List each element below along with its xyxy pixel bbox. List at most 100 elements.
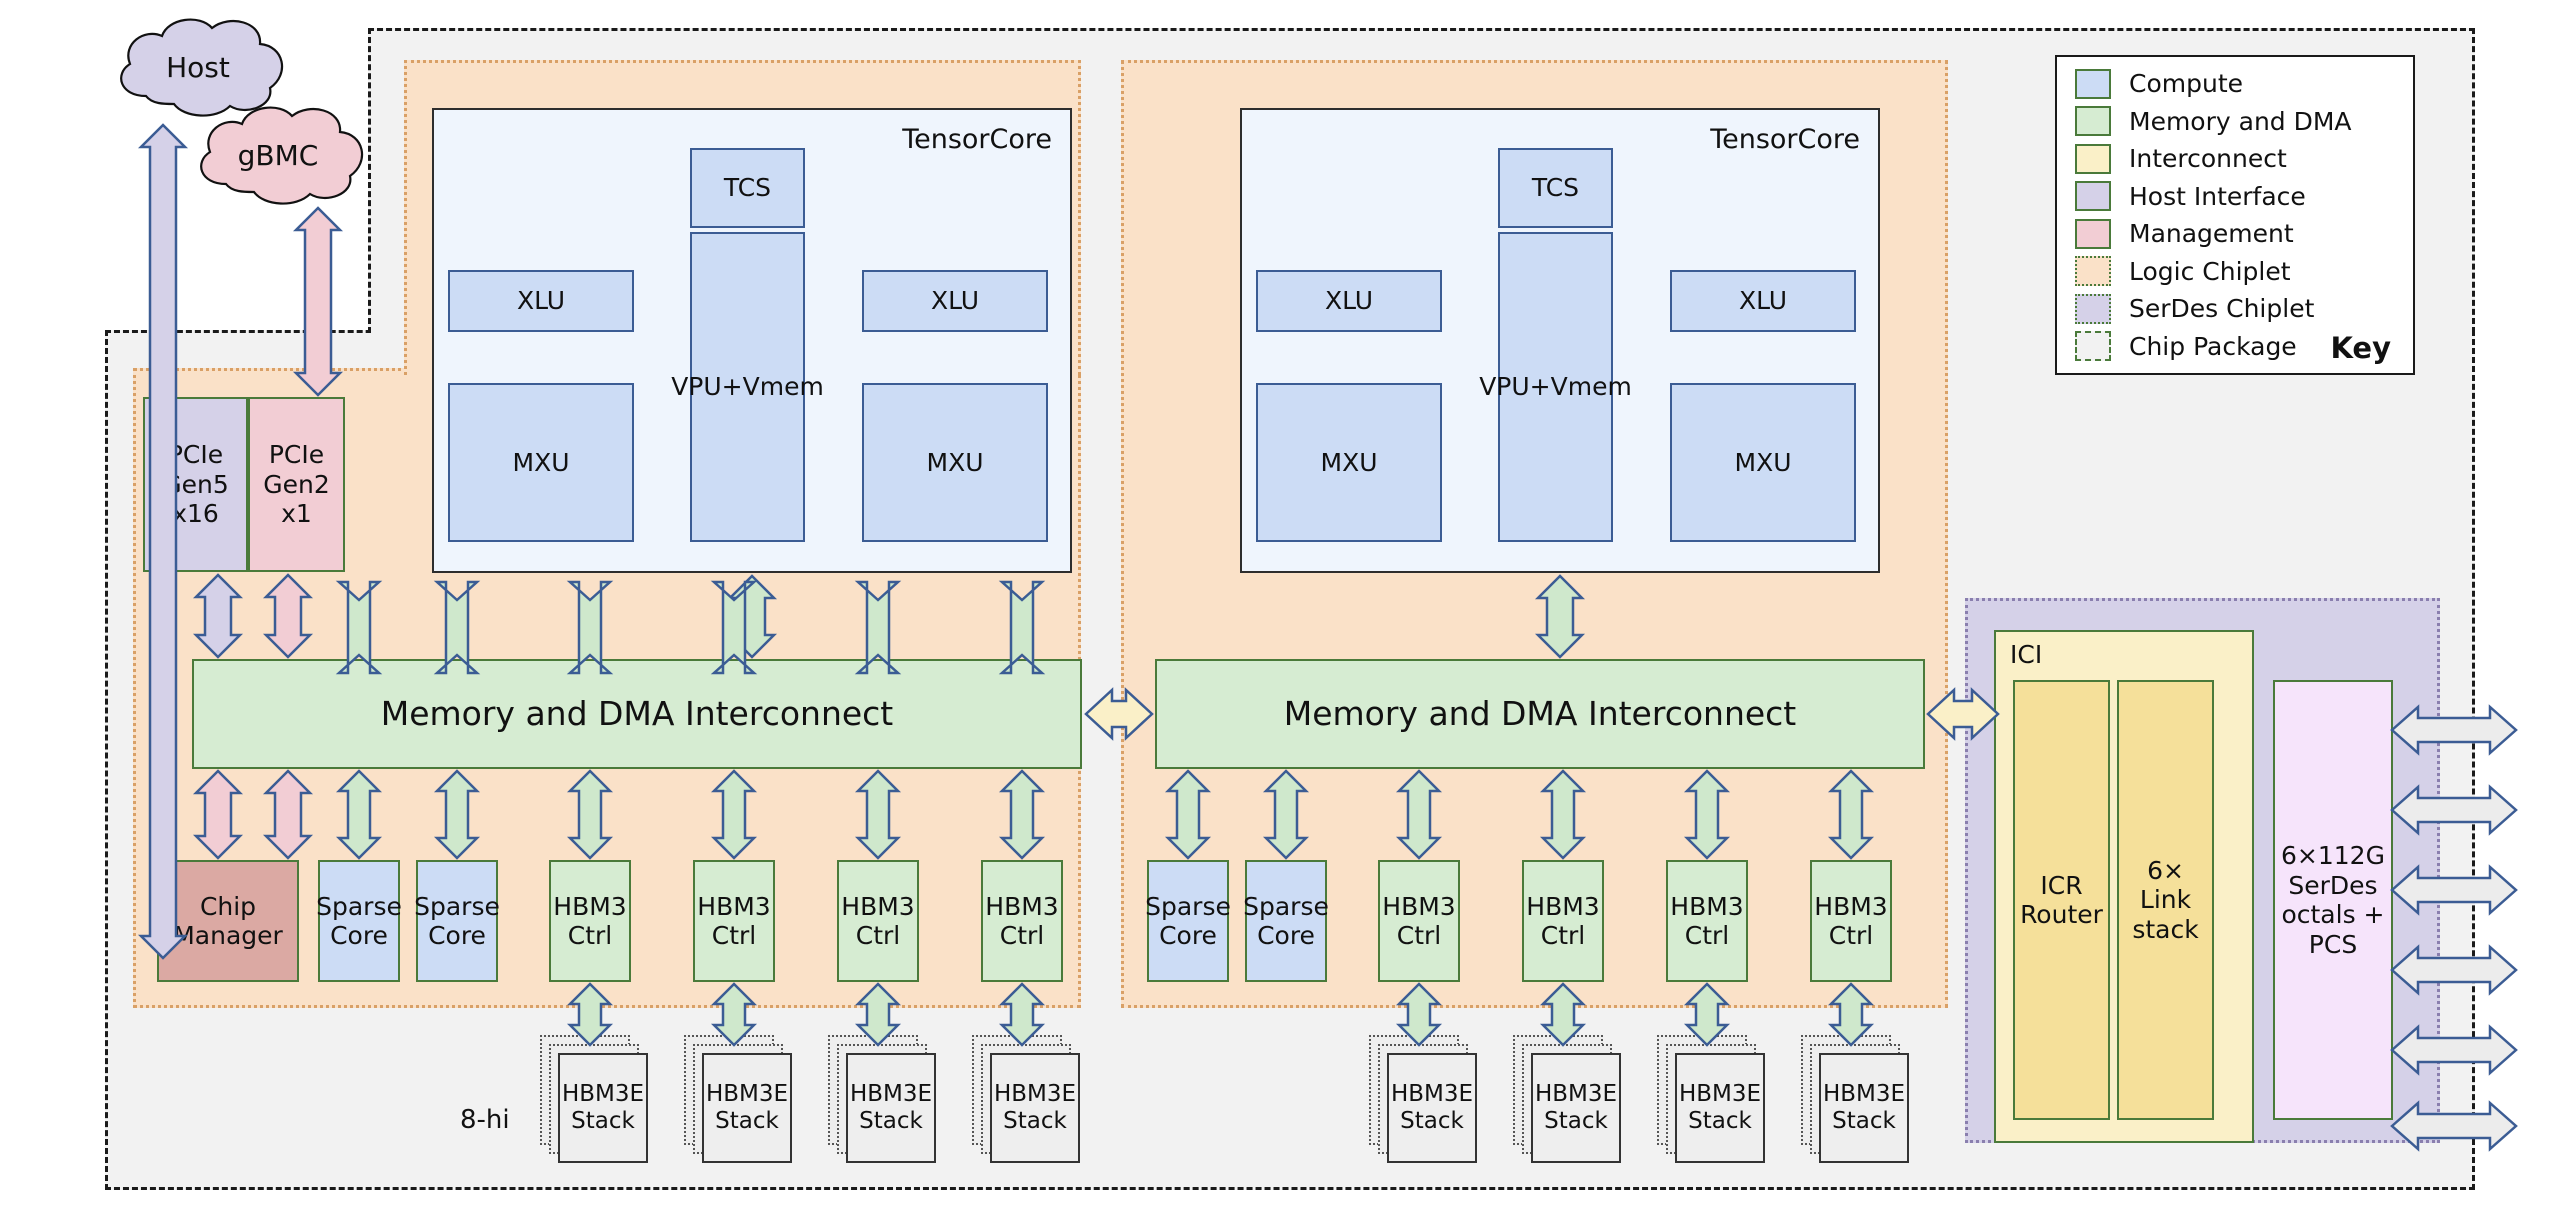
link-stack-line-0: 6× xyxy=(2147,855,2184,885)
key-row-5: Logic Chiplet xyxy=(2057,253,2413,291)
hbm3-ctrl-r2[interactable]: HBM3 Ctrl xyxy=(1522,860,1604,982)
key-label-4: Management xyxy=(2129,219,2294,249)
key-swatch-7 xyxy=(2075,331,2111,362)
icr-line-1: Router xyxy=(2020,900,2103,929)
hbm3-ctrl-line-1: Ctrl xyxy=(1396,921,1442,950)
mxu-left-a[interactable]: MXU xyxy=(448,383,634,542)
sparse-core-r1[interactable]: Sparse Core xyxy=(1145,860,1231,982)
sparse-core-line-1: Core xyxy=(428,921,486,950)
hbm3e-stack-r3[interactable]: HBM3E Stack xyxy=(1657,1035,1781,1175)
stack-line-0: HBM3E xyxy=(993,1080,1077,1107)
mxu-left-b[interactable]: MXU xyxy=(862,383,1048,542)
pcie-gen5-block[interactable]: PCIe Gen5 x16 xyxy=(143,397,248,572)
hbm3-ctrl-line-0: HBM3 xyxy=(697,891,771,921)
hbm3-ctrl-l4[interactable]: HBM3 Ctrl xyxy=(981,860,1063,982)
sparse-core-l1[interactable]: Sparse Core xyxy=(316,860,402,982)
sparse-core-r2[interactable]: Sparse Core xyxy=(1243,860,1329,982)
mxu-right-b[interactable]: MXU xyxy=(1670,383,1856,542)
stack-layer-front: HBM3E Stack xyxy=(846,1053,936,1163)
hbm3-ctrl-line-1: Ctrl xyxy=(567,921,613,950)
hbm3-ctrl-line-1: Ctrl xyxy=(1540,921,1586,950)
stack-line-1: Stack xyxy=(1400,1108,1464,1134)
key-label-7: Chip Package xyxy=(2129,331,2297,361)
stack-line-0: HBM3E xyxy=(1678,1080,1762,1107)
key-label-5: Logic Chiplet xyxy=(2129,256,2291,286)
hbm3e-stack-r2[interactable]: HBM3E Stack xyxy=(1513,1035,1637,1175)
memory-dma-interconnect-right[interactable]: Memory and DMA Interconnect xyxy=(1155,659,1925,769)
hbm3e-stack-l3[interactable]: HBM3E Stack xyxy=(828,1035,952,1175)
key-swatch-4 xyxy=(2075,218,2111,249)
vpu-line-0: VPU xyxy=(1479,372,1530,402)
key-swatch-2 xyxy=(2075,143,2111,174)
gbmc-cloud[interactable]: gBMC xyxy=(178,100,378,210)
key-row-3: Host Interface xyxy=(2057,178,2413,216)
link-stack-line-1: Link xyxy=(2139,885,2192,915)
sparse-core-line-1: Core xyxy=(1159,921,1217,950)
key-row-4: Management xyxy=(2057,215,2413,253)
xlu-right-b[interactable]: XLU xyxy=(1670,270,1856,332)
hbm3e-stack-r1[interactable]: HBM3E Stack xyxy=(1369,1035,1493,1175)
hbm3-ctrl-line-0: HBM3 xyxy=(1382,891,1456,921)
hbm3-ctrl-line-0: HBM3 xyxy=(985,891,1059,921)
vpu-vmem-left[interactable]: VPU + Vmem xyxy=(671,232,824,542)
tensorcore-right-title: TensorCore xyxy=(1710,124,1860,155)
key-row-7: Chip Package xyxy=(2057,328,2413,366)
hbm3e-stack-l4[interactable]: HBM3E Stack xyxy=(972,1035,1096,1175)
key-label-3: Host Interface xyxy=(2129,181,2306,211)
mxu-right-a[interactable]: MXU xyxy=(1256,383,1442,542)
hbm3-ctrl-line-1: Ctrl xyxy=(711,921,757,950)
link-stack-block[interactable]: 6× Link stack xyxy=(2117,680,2214,1120)
stack-line-0: HBM3E xyxy=(561,1080,645,1107)
pcie-gen2-line-1: Gen2 xyxy=(263,469,330,499)
hbm3-ctrl-l1[interactable]: HBM3 Ctrl xyxy=(549,860,631,982)
hbm3e-stack-l1[interactable]: HBM3E Stack xyxy=(540,1035,664,1175)
xlu-left-a[interactable]: XLU xyxy=(448,270,634,332)
hbm3-ctrl-r3[interactable]: HBM3 Ctrl xyxy=(1666,860,1748,982)
key-row-6: SerDes Chiplet xyxy=(2057,290,2413,328)
icr-router-block[interactable]: ICR Router xyxy=(2013,680,2110,1120)
hbm3-ctrl-line-0: HBM3 xyxy=(1526,891,1600,921)
hbm3-ctrl-r4[interactable]: HBM3 Ctrl xyxy=(1810,860,1892,982)
tensorcore-left-title: TensorCore xyxy=(902,124,1052,155)
xlu-right-a[interactable]: XLU xyxy=(1256,270,1442,332)
stack-layer-front: HBM3E Stack xyxy=(1387,1053,1477,1163)
key-swatch-3 xyxy=(2075,181,2111,212)
hbm3e-stack-l2[interactable]: HBM3E Stack xyxy=(684,1035,808,1175)
serdes-line-1: SerDes xyxy=(2288,870,2378,900)
hbm3-ctrl-l3[interactable]: HBM3 Ctrl xyxy=(837,860,919,982)
sparse-core-line-0: Sparse xyxy=(1145,891,1231,921)
memory-dma-interconnect-left[interactable]: Memory and DMA Interconnect xyxy=(192,659,1082,769)
ici-title: ICI xyxy=(2010,640,2043,669)
serdes-octals-pcs-block[interactable]: 6×112G SerDes octals + PCS xyxy=(2273,680,2393,1120)
pcie-gen2-line-0: PCIe xyxy=(268,440,325,470)
sparse-core-line-0: Sparse xyxy=(316,891,402,921)
stack-line-0: HBM3E xyxy=(849,1080,933,1107)
key-swatch-0 xyxy=(2075,68,2111,99)
vpu-vmem-right[interactable]: VPU + Vmem xyxy=(1479,232,1632,542)
pcie-gen2-block[interactable]: PCIe Gen2 x1 xyxy=(248,397,345,572)
hbm3-ctrl-line-0: HBM3 xyxy=(841,891,915,921)
hbm3-ctrl-line-1: Ctrl xyxy=(999,921,1045,950)
xlu-left-b[interactable]: XLU xyxy=(862,270,1048,332)
hbm3-ctrl-r1[interactable]: HBM3 Ctrl xyxy=(1378,860,1460,982)
link-stack-line-2: stack xyxy=(2132,914,2199,944)
tcs-left[interactable]: TCS xyxy=(690,148,805,228)
serdes-line-0: 6×112G xyxy=(2281,841,2385,870)
key-label-2: Interconnect xyxy=(2129,144,2287,174)
vpu-line-0: VPU xyxy=(671,372,722,402)
key-label-6: SerDes Chiplet xyxy=(2129,294,2315,324)
chip-manager-block[interactable]: Chip Manager xyxy=(157,860,299,982)
sparse-core-line-0: Sparse xyxy=(1243,891,1329,921)
stack-layer-front: HBM3E Stack xyxy=(1819,1053,1909,1163)
sparse-core-l2[interactable]: Sparse Core xyxy=(414,860,500,982)
key-row-2: Interconnect xyxy=(2057,140,2413,178)
stack-layer-front: HBM3E Stack xyxy=(558,1053,648,1163)
stack-layer-front: HBM3E Stack xyxy=(702,1053,792,1163)
vpu-line-2: Vmem xyxy=(742,372,824,402)
chip-manager-line-1: Manager xyxy=(173,921,283,950)
hbm3e-stack-r4[interactable]: HBM3E Stack xyxy=(1801,1035,1925,1175)
tcs-right[interactable]: TCS xyxy=(1498,148,1613,228)
hbm3-ctrl-l2[interactable]: HBM3 Ctrl xyxy=(693,860,775,982)
serdes-line-3: PCS xyxy=(2308,929,2358,959)
